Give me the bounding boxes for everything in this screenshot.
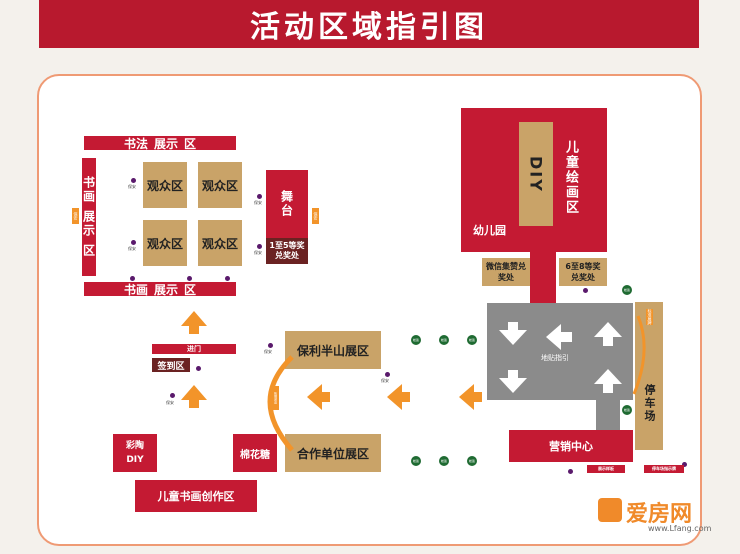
tent-label: 帐篷	[468, 459, 475, 463]
vertical-sign-parking: 标准展牌	[646, 309, 653, 325]
security-marker	[170, 393, 175, 398]
security-marker	[257, 244, 262, 249]
calligraphy-left-label-1: 书画	[81, 176, 96, 204]
tent-marker: 帐篷	[622, 285, 632, 295]
tent-marker: 帐篷	[467, 335, 477, 345]
audience-area-2[interactable]: 观众区	[198, 162, 242, 208]
security-label: 保安	[166, 400, 174, 405]
tent-marker: 帐篷	[622, 405, 632, 415]
entrance[interactable]: 进门	[152, 344, 236, 354]
audience-area-4[interactable]: 观众区	[198, 220, 242, 266]
security-marker	[385, 372, 390, 377]
white-left-arrow	[546, 324, 572, 350]
calligraphy-top-bar[interactable]: 书法 展示 区	[84, 136, 236, 151]
security-marker	[257, 194, 262, 199]
tent-marker: 帐篷	[439, 335, 449, 345]
security-label: 保安	[264, 349, 272, 354]
coop-exhibit[interactable]: 合作单位展区	[285, 434, 381, 472]
wechat-prize-desk[interactable]: 微信集赞兑奖处	[482, 258, 530, 286]
kids-calligraphy[interactable]: 儿童书画创作区	[135, 480, 257, 512]
security-marker	[568, 469, 573, 474]
tent-marker: 帐篷	[411, 456, 421, 466]
calligraphy-top-label-1: 书法	[123, 136, 148, 151]
sign-in-area[interactable]: 签到区	[152, 358, 190, 372]
kindergarten-label: 幼儿园	[473, 224, 506, 237]
security-label: 保安	[128, 246, 136, 251]
calligraphy-bottom-label-1: 书画	[123, 282, 148, 297]
audience-area-1[interactable]: 观众区	[143, 162, 187, 208]
tent-label: 帐篷	[623, 408, 630, 412]
calligraphy-left-bar[interactable]: 书画 展示 区	[82, 158, 96, 276]
orange-left-arrow	[307, 384, 330, 410]
orange-curve-right	[632, 315, 646, 395]
security-marker	[131, 178, 136, 183]
security-marker	[583, 288, 588, 293]
cotton-candy[interactable]: 棉花糖	[233, 434, 277, 472]
security-label: 保安	[381, 378, 389, 383]
kids-painting-label: 儿童绘画区	[563, 140, 578, 215]
prize-1-5[interactable]: 1至5等奖兑奖处	[266, 238, 308, 264]
side-sign-stage: 保安	[312, 208, 319, 224]
security-label: 保安	[254, 200, 262, 205]
lfang-logo-text: 爱房网	[626, 502, 693, 527]
white-down-arrow	[499, 370, 527, 393]
tent-label: 帐篷	[412, 338, 419, 342]
white-down-arrow	[499, 322, 527, 345]
sample-display-sign: 展示样板	[587, 465, 625, 473]
orange-left-arrow	[459, 384, 482, 410]
tent-marker: 帐篷	[439, 456, 449, 466]
connector-strip	[530, 250, 556, 304]
security-label: 保安	[128, 184, 136, 189]
stage[interactable]: 舞台	[266, 170, 308, 238]
lfang-url: www.Lfang.com	[648, 524, 712, 533]
security-marker	[682, 462, 687, 467]
calligraphy-bottom-label-3: 区	[184, 282, 197, 297]
white-up-arrow	[594, 369, 622, 393]
orange-up-arrow	[181, 385, 207, 408]
calligraphy-bottom-bar[interactable]: 书画 展示 区	[84, 282, 236, 297]
sales-center[interactable]: 营销中心	[509, 430, 633, 462]
calligraphy-left-label-3: 区	[81, 244, 96, 258]
tent-marker: 帐篷	[467, 456, 477, 466]
side-sign-left: 保安	[72, 208, 79, 224]
security-marker	[268, 343, 273, 348]
calligraphy-top-label-2: 展示	[153, 136, 178, 151]
ground-guide-connector	[596, 398, 620, 432]
lfang-logo-icon	[598, 498, 622, 522]
security-marker	[187, 276, 192, 281]
diy-label: DIY	[526, 155, 546, 193]
parking-indicator-sign: 停车场指示牌	[644, 465, 684, 473]
audience-area-3[interactable]: 观众区	[143, 220, 187, 266]
tent-label: 帐篷	[440, 459, 447, 463]
security-marker	[196, 366, 201, 371]
white-up-arrow	[594, 322, 622, 346]
tent-label: 帐篷	[412, 459, 419, 463]
pottery-diy[interactable]: 彩陶DIY	[113, 434, 157, 472]
diy-area[interactable]: DIY	[519, 122, 553, 226]
prize-6-8-desk[interactable]: 6至8等奖兑奖处	[559, 258, 607, 286]
tent-label: 帐篷	[623, 288, 630, 292]
calligraphy-left-label-2: 展示	[81, 210, 96, 238]
poly-exhibit[interactable]: 保利半山展区	[285, 331, 381, 369]
parking-label: 停车场	[643, 383, 656, 423]
kids-painting-label-wrap: 儿童绘画区	[561, 140, 581, 220]
calligraphy-top-label-3: 区	[184, 136, 197, 151]
curve-label: 拓展通道	[272, 386, 279, 410]
calligraphy-bottom-label-2: 展示	[153, 282, 178, 297]
security-marker	[131, 240, 136, 245]
page-title: 活动区域指引图	[39, 0, 699, 48]
orange-left-arrow	[387, 384, 410, 410]
orange-up-arrow	[181, 311, 207, 334]
security-marker	[130, 276, 135, 281]
orange-curve-left	[267, 355, 294, 452]
tent-label: 帐篷	[468, 338, 475, 342]
security-label: 保安	[254, 250, 262, 255]
security-marker	[225, 276, 230, 281]
tent-marker: 帐篷	[411, 335, 421, 345]
ground-guide-label: 地贴指引	[541, 354, 569, 362]
tent-label: 帐篷	[440, 338, 447, 342]
